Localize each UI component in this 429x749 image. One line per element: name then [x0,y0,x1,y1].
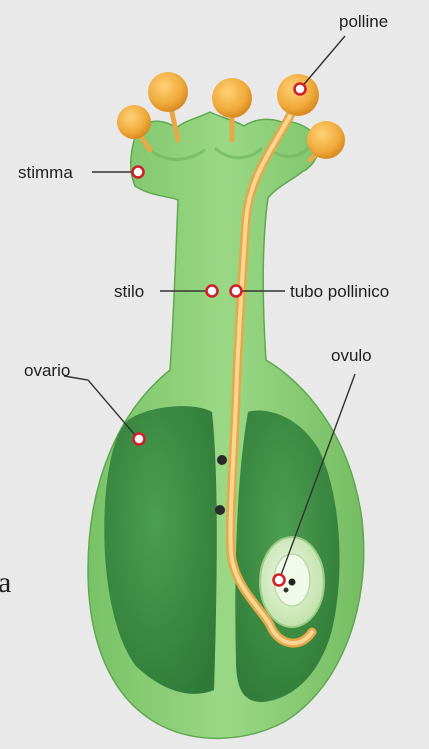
marker-stimma [133,167,144,178]
label-polline: polline [339,12,388,31]
label-ovario: ovario [24,361,70,380]
pollen-grain [117,105,151,139]
label-ovulo: ovulo [331,346,372,365]
leader-polline [300,36,345,89]
sperm-nucleus-upper [217,455,227,465]
ovule-nucleus [284,588,289,593]
label-tubo-pollinico: tubo pollinico [290,282,389,301]
egg-cell [289,579,296,586]
marker-ovario [134,434,145,445]
label-stimma: stimma [18,163,73,182]
pollen-grain [148,72,188,112]
pollen-grain [307,121,345,159]
marker-polline [295,84,306,95]
marker-tubo-pollinico [231,286,242,297]
marker-stilo [207,286,218,297]
stray-glyph: a [0,566,11,599]
label-stilo: stilo [114,282,144,301]
sperm-nucleus-lower [215,505,225,515]
pollen-grain [212,78,252,118]
marker-ovulo [274,575,285,586]
